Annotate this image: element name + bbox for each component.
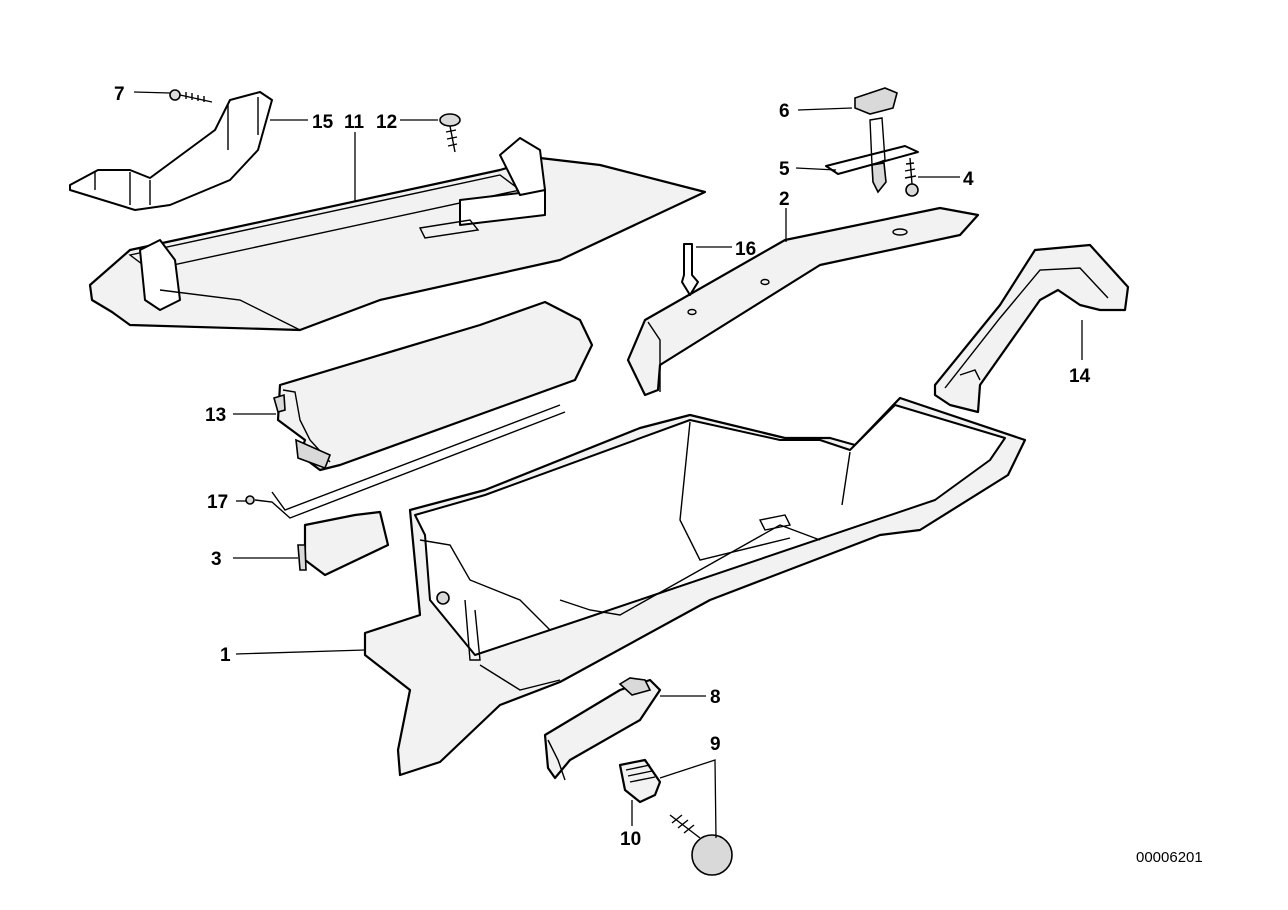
callout-3: 3 xyxy=(211,549,222,570)
callout-12: 12 xyxy=(376,112,397,133)
part-13-cover xyxy=(273,300,594,472)
callout-13: 13 xyxy=(205,405,226,426)
leader-lines xyxy=(133,91,1083,839)
callout-9: 9 xyxy=(710,734,721,755)
part-3-latch xyxy=(297,510,390,577)
part-5-plate xyxy=(825,117,919,194)
part-12-screw xyxy=(439,113,461,153)
part-8-handle xyxy=(543,677,662,781)
part-7-screw xyxy=(169,89,213,103)
callout-17: 17 xyxy=(207,492,228,513)
callouts: 7 15 11 12 6 5 4 2 16 14 13 17 3 1 8 9 1… xyxy=(114,84,1091,850)
callout-16: 16 xyxy=(735,239,756,260)
callout-15: 15 xyxy=(312,112,334,133)
callout-2: 2 xyxy=(779,189,790,210)
part-16-pin xyxy=(681,243,699,296)
reference-number: 00006201 xyxy=(1136,849,1203,866)
part-1-glovebox xyxy=(363,396,1027,777)
callout-4: 4 xyxy=(963,169,974,190)
part-9-screw-cap xyxy=(669,814,733,876)
part-10-lock xyxy=(618,758,662,804)
callout-7: 7 xyxy=(114,84,125,105)
part-15-bracket xyxy=(69,91,273,211)
callout-8: 8 xyxy=(710,687,721,708)
callout-6: 6 xyxy=(779,101,790,122)
callout-11: 11 xyxy=(344,112,365,133)
part-14-bracket xyxy=(933,243,1130,414)
callout-10: 10 xyxy=(620,829,641,850)
part-2-trim-strip xyxy=(626,206,980,397)
callout-1: 1 xyxy=(220,645,231,666)
part-6-clip xyxy=(854,87,898,115)
part-4-screw xyxy=(904,157,919,197)
part-11-panel xyxy=(88,137,707,332)
part-17-rod xyxy=(245,404,566,519)
callout-14: 14 xyxy=(1069,366,1091,387)
callout-5: 5 xyxy=(779,159,790,180)
